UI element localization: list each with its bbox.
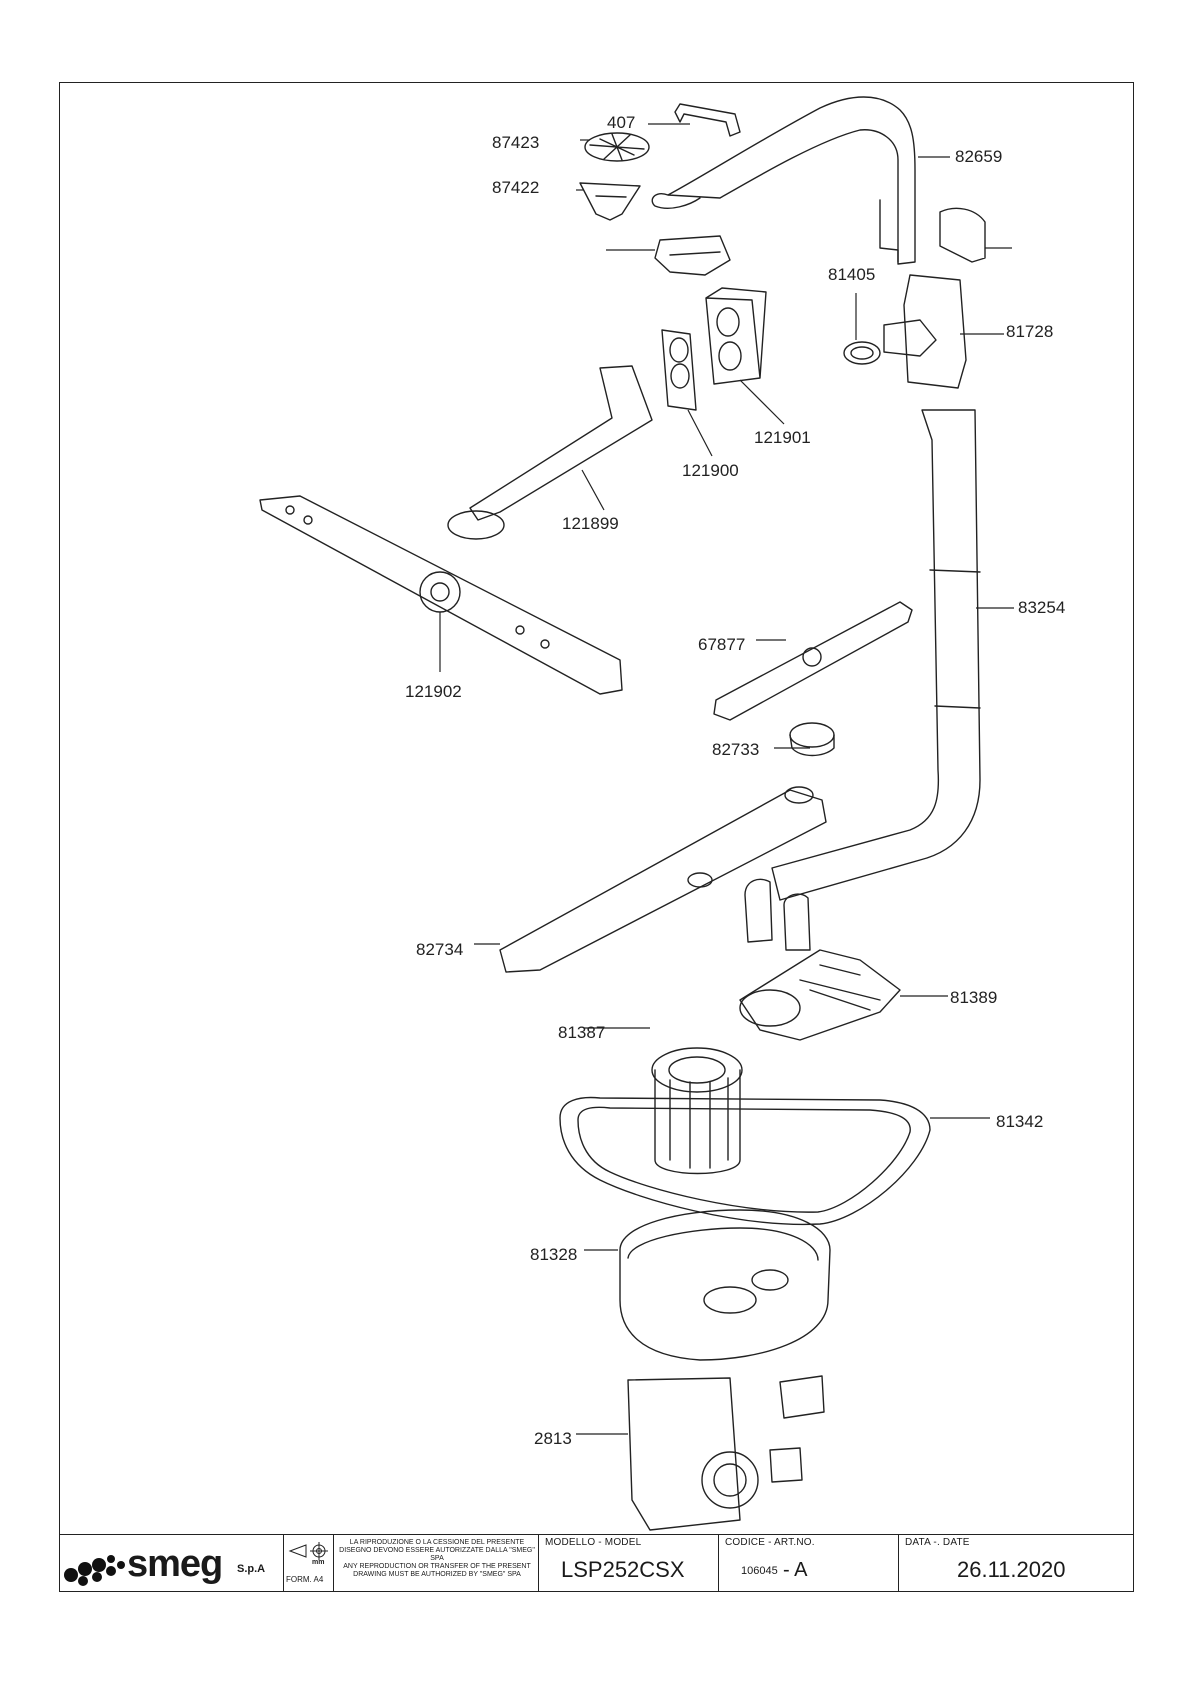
valve-81728 [903, 274, 967, 389]
part-label-81389: 81389 [950, 988, 998, 1007]
code-caption: CODICE - ART.NO. [725, 1537, 815, 1548]
part-label-121899: 121899 [562, 514, 619, 533]
part-label-82659: 82659 [955, 147, 1003, 166]
leader-121901 [739, 379, 785, 425]
smeg-logo-dots [64, 1555, 125, 1586]
part-label-81728: 81728 [1006, 322, 1054, 341]
title-block: smeg S.p.A mm FORM. A4 LA RIPRODUZIONE O… [59, 1534, 1134, 1592]
part-label-121902: 121902 [405, 682, 462, 701]
gasket-81342 [559, 1096, 931, 1226]
holder-87422 [579, 182, 641, 221]
feeder-121899 [469, 365, 653, 521]
end-cap [939, 207, 986, 263]
pump-2813 [627, 1377, 741, 1531]
upper-pipe-82659 [667, 96, 916, 265]
part-label-87423: 87423 [492, 133, 540, 152]
date-caption: DATA -. DATE [905, 1537, 970, 1548]
format-label: FORM. A4 [286, 1575, 324, 1584]
unit-label: mm [312, 1559, 325, 1566]
brand-cell: smeg S.p.A [59, 1535, 284, 1592]
sump-81328 [619, 1209, 831, 1361]
upper-arm-121902 [259, 495, 623, 695]
leader-121900 [687, 409, 713, 457]
hub-unnumbered [654, 235, 731, 276]
part-label-2813: 2813 [534, 1429, 572, 1448]
part-label-81405: 81405 [828, 265, 876, 284]
riser-83254 [771, 409, 981, 901]
code-cell: CODICE - ART.NO. 106045 - A [719, 1535, 899, 1592]
seal-81405 [843, 341, 881, 365]
part-label-81387: 81387 [558, 1023, 606, 1042]
notice-english: ANY REPRODUCTION OR TRANSFER OF THE PRES… [343, 1563, 531, 1578]
part-label-121900: 121900 [682, 461, 739, 480]
code-number: 106045 [741, 1565, 778, 1577]
notice-text: LA RIPRODUZIONE O LA CESSIONE DEL PRESEN… [337, 1539, 537, 1579]
date-cell: DATA -. DATE 26.11.2020 [899, 1535, 1134, 1592]
part-label-82734: 82734 [416, 940, 464, 959]
part-label-67877: 67877 [698, 635, 746, 654]
model-value: LSP252CSX [561, 1557, 685, 1582]
drawing-frame [59, 82, 1134, 1592]
part-label-121901: 121901 [754, 428, 811, 447]
nozzle-82733 [789, 722, 835, 748]
clip-407 [674, 103, 741, 137]
date-value: 26.11.2020 [957, 1557, 1066, 1582]
notice-italian: LA RIPRODUZIONE O LA CESSIONE DEL PRESEN… [339, 1539, 535, 1562]
projection-symbol-icon [288, 1542, 328, 1560]
turbine-87423 [584, 132, 650, 162]
projection-cell: mm FORM. A4 [284, 1535, 334, 1592]
brand-suffix: S.p.A [237, 1563, 266, 1575]
leader-121899 [581, 469, 605, 511]
lower-arm-82734 [499, 789, 827, 973]
part-label-81328: 81328 [530, 1245, 578, 1264]
part-label-87422: 87422 [492, 178, 540, 197]
part-label-81342: 81342 [996, 1112, 1044, 1131]
model-caption: MODELLO - MODEL [545, 1537, 642, 1548]
brand-name: smeg [127, 1543, 223, 1585]
filter-121901 [705, 287, 767, 385]
model-cell: MODELLO - MODEL LSP252CSX [539, 1535, 719, 1592]
part-label-82733: 82733 [712, 740, 760, 759]
part-label-83254: 83254 [1018, 598, 1066, 617]
filter-121900 [661, 329, 697, 411]
microfilter-81389 [739, 949, 901, 1041]
satellite-arm-67877 [713, 601, 913, 721]
notice-cell: LA RIPRODUZIONE O LA CESSIONE DEL PRESEN… [334, 1535, 539, 1592]
filter-81387 [654, 1069, 741, 1175]
part-label-407: 407 [607, 113, 636, 132]
code-revision: - A [783, 1559, 808, 1581]
